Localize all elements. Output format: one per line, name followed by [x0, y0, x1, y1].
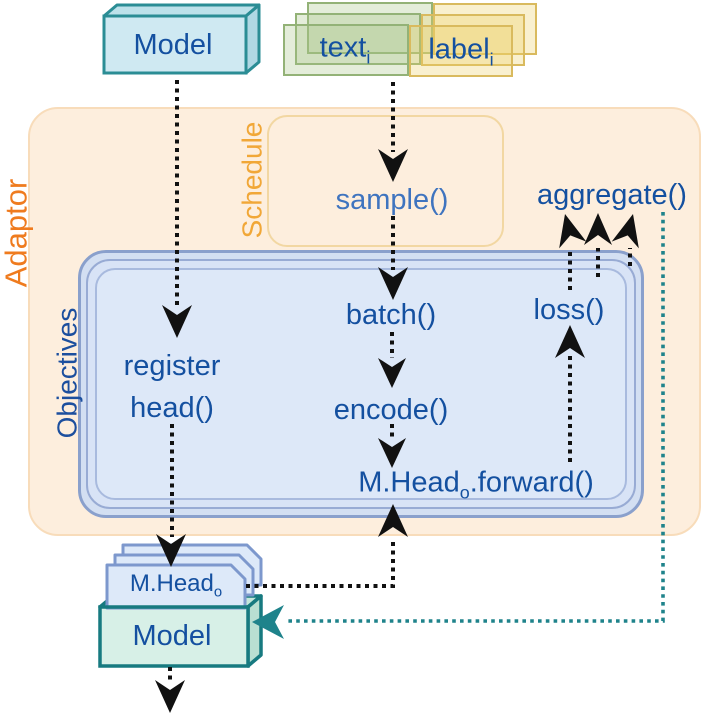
- arrow-mhead-to-forward: [246, 540, 395, 588]
- aggregate-method: aggregate(): [537, 178, 687, 211]
- text-box-back: [307, 2, 433, 54]
- label-box-front: [409, 25, 513, 77]
- model-top-label: Model: [133, 28, 213, 61]
- register-head-method: register head(): [124, 345, 221, 429]
- forward-method: M.Heado.forward(): [358, 466, 594, 503]
- batch-method: batch(): [345, 298, 437, 331]
- text-box-middle: [295, 13, 421, 65]
- sample-method: sample(): [335, 183, 449, 216]
- forward-base: M.Head: [358, 466, 460, 499]
- arrowhead-output: [155, 680, 185, 713]
- forward-subscript: o: [459, 482, 470, 503]
- text-box-label: texti: [319, 31, 371, 68]
- text-subscript: i: [366, 47, 371, 68]
- text-box-front: [283, 24, 409, 76]
- forward-rest: .forward(): [469, 466, 594, 499]
- schedule-label: Schedule: [236, 121, 268, 239]
- schedule-box: [267, 115, 504, 247]
- mhead-base: M.Head: [129, 569, 214, 597]
- label-box-middle: [421, 14, 525, 66]
- encode-method: encode(): [333, 393, 449, 426]
- register-line2: head(): [130, 392, 214, 424]
- label-box-label: labeli: [428, 33, 494, 70]
- label-subscript: i: [489, 49, 494, 70]
- loss-method: loss(): [533, 293, 605, 326]
- objectives-label: Objectives: [51, 307, 83, 439]
- arrowhead-mhead: [156, 534, 186, 567]
- model-bottom-label: Model: [132, 619, 212, 652]
- mhead-card-label: M.Heado: [130, 571, 222, 601]
- register-line1: register: [123, 350, 221, 382]
- mhead-subscript: o: [213, 584, 223, 601]
- label-base: label: [428, 33, 490, 66]
- teal-arrowhead: [252, 605, 284, 639]
- label-box-back: [433, 3, 537, 55]
- adaptor-label: Adaptor: [0, 178, 34, 288]
- text-base: text: [319, 31, 367, 64]
